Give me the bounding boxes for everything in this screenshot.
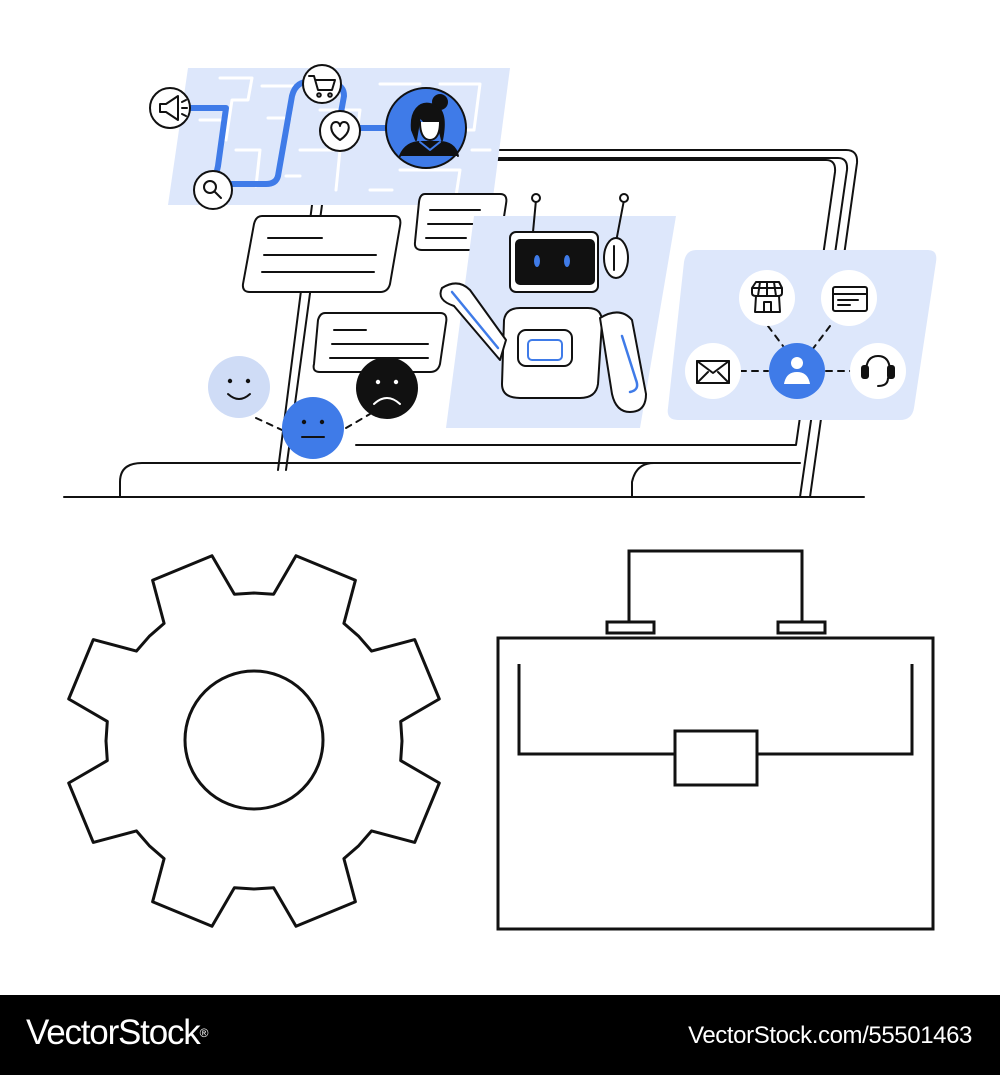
- user-icon: [769, 343, 825, 399]
- smiley-neutral-icon: [282, 397, 344, 459]
- briefcase-body: [496, 636, 935, 931]
- contact-panel: [667, 250, 937, 420]
- headset-icon: [850, 343, 906, 399]
- woman-avatar-icon: [385, 87, 467, 169]
- shopping-cart-icon: [302, 64, 342, 104]
- envelope-icon: [685, 343, 741, 399]
- registered-mark: ®: [199, 1026, 209, 1040]
- briefcase-clasp: [673, 729, 759, 787]
- flow-panel: [149, 64, 510, 210]
- gear-icon: [67, 554, 441, 928]
- illustration: [63, 64, 937, 931]
- watermark-footer: VectorStock® VectorStock.com/55501463: [0, 995, 1000, 1075]
- chat-bubble: [241, 215, 402, 293]
- laptop-base: [119, 462, 655, 498]
- image-id-label: VectorStock.com/55501463: [688, 1022, 972, 1049]
- briefcase-icon: [496, 549, 935, 931]
- chat-bubble: [312, 312, 448, 373]
- brand-name: VectorStock: [26, 1013, 201, 1052]
- robot-icon: [439, 193, 676, 428]
- laptop-screen-back: [329, 149, 859, 498]
- briefcase-handle: [627, 549, 804, 622]
- smiley-happy-icon: [208, 356, 270, 418]
- smiley-sad-icon: [356, 357, 418, 419]
- heart-icon: [319, 110, 361, 152]
- browser-window-icon: [821, 270, 877, 326]
- chat-bubbles: [241, 193, 508, 373]
- feedback-smileys: [208, 356, 418, 459]
- search-icon: [193, 170, 233, 210]
- megaphone-icon: [149, 87, 191, 129]
- store-icon: [739, 270, 795, 326]
- vectorstock-logo: VectorStock®: [26, 1013, 209, 1053]
